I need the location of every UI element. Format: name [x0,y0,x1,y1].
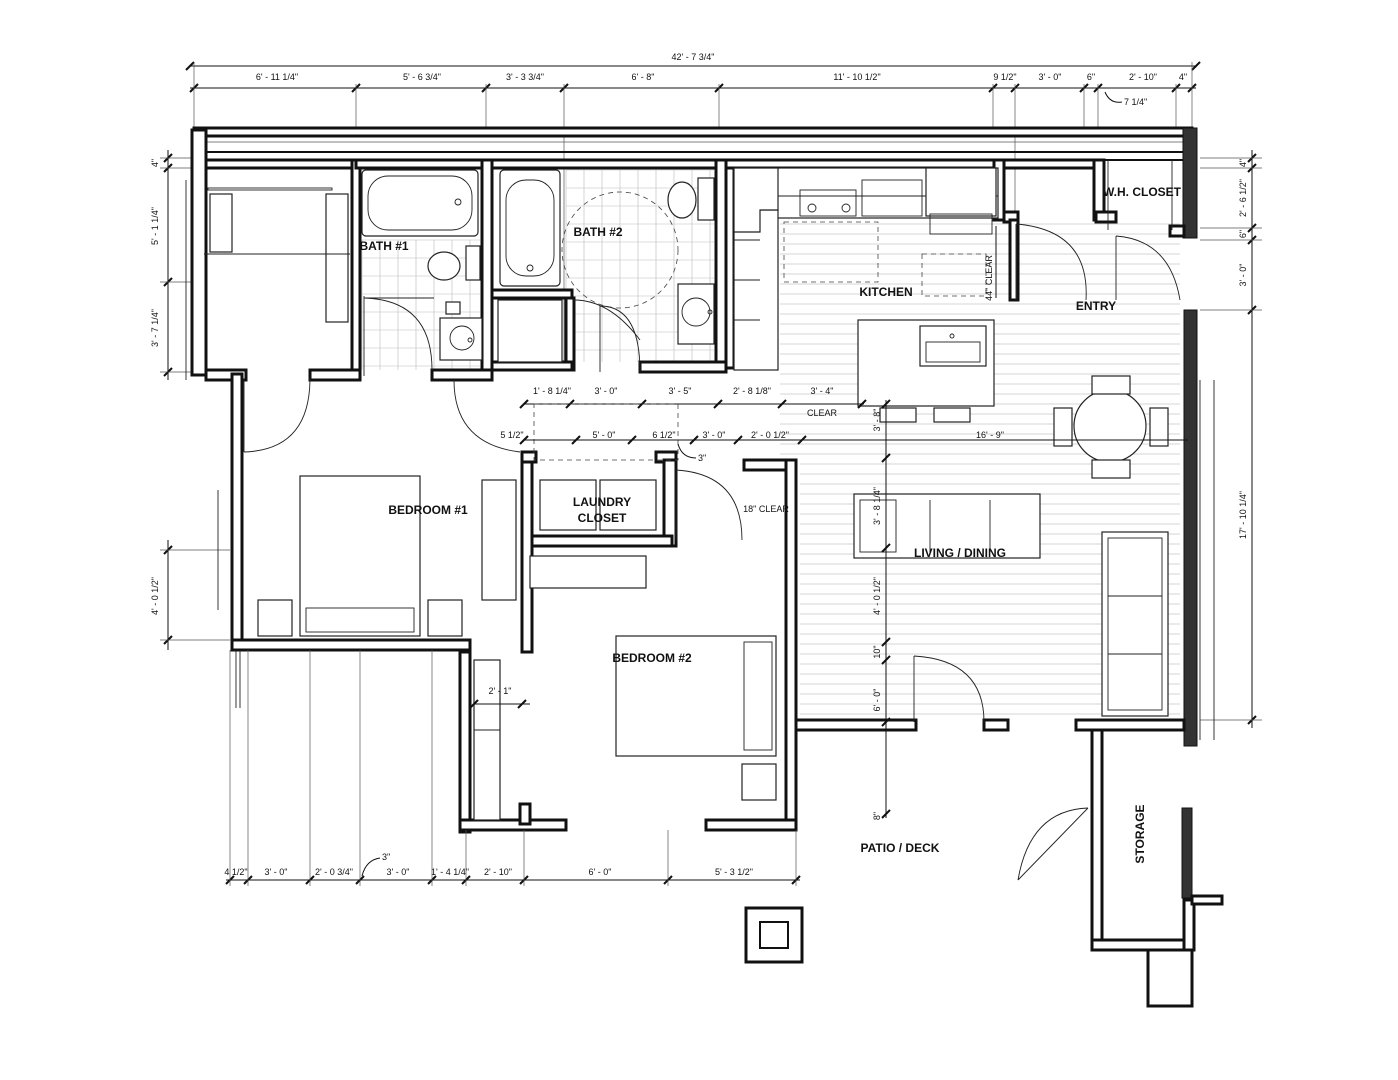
note-18-clear: 18" CLEAR [743,504,789,514]
dim-living-6: 8" [872,812,882,820]
dim-mid1-3: 3' - 5" [669,386,692,396]
dim-small-3: 3" [698,453,706,463]
dim-living-5: 6' - 0" [872,689,882,712]
living-furniture [675,469,1169,723]
dim-left-4: 4' - 0 1/2" [150,577,160,615]
room-label-bath1: BATH #1 [359,239,408,253]
note-clear: CLEAR [807,408,838,418]
dim-mid2-1: 5 1/2" [500,430,523,440]
kitchen-fixtures [733,167,999,423]
dim-right-3: 6" [1238,230,1248,238]
dim-top-9: 2' - 10" [1129,72,1157,82]
dim-mid1-5: 3' - 4" [811,386,834,396]
dim-bottom-3in: 3" [382,852,390,862]
top-dimensions: 42' - 7 3/4" 6' - 11 1/4" 5' - 6 3/4" 3'… [185,52,1201,370]
room-label-bath2: BATH #2 [573,225,622,239]
dim-living-4: 10" [872,645,882,658]
room-label-bedroom2: BEDROOM #2 [612,651,692,665]
dim-living-3: 4' - 0 1/2" [872,577,882,615]
dim-top-8: 6" [1087,72,1095,82]
dim-top-1: 6' - 11 1/4" [256,72,298,82]
dim-bottom-5: 1' - 4 1/4" [431,867,469,877]
bath1-fixtures [361,169,483,376]
dim-top-7: 3' - 0" [1039,72,1062,82]
dim-bottom-3: 2' - 0 3/4" [315,867,353,877]
dim-left-1: 4" [150,159,160,167]
dim-mid1-1: 1' - 8 1/4" [533,386,571,396]
left-dimensions: 4" 5' - 1 1/4" 3' - 7 1/4" 4' - 0 1/2" [150,150,230,650]
room-label-living-dining: LIVING / DINING [914,546,1006,560]
dim-mid1-4: 2' - 8 1/8" [733,386,771,396]
room-label-storage: STORAGE [1133,804,1147,863]
dim-bottom-7: 6' - 0" [589,867,612,877]
note-44-clear: 44" CLEAR [984,255,994,301]
dim-overall-top: 42' - 7 3/4" [672,52,715,62]
dim-mid2-6: 16' - 9" [976,430,1004,440]
room-label-kitchen: KITCHEN [859,285,912,299]
dim-mid2-2: 5' - 0" [593,430,616,440]
dim-right-1: 4" [1238,159,1248,167]
dim-right-2: 2' - 6 1/2" [1238,179,1248,217]
dim-bottom-4: 3' - 0" [387,867,410,877]
middle-dimensions: 1' - 8 1/4" 3' - 0" 3' - 5" 2' - 8 1/8" … [500,386,1188,463]
bath2-fixtures [497,169,715,373]
dim-top-2: 5' - 6 3/4" [403,72,441,82]
dim-mid2-4: 3' - 0" [703,430,726,440]
living-vertical-dimensions: 3' - 8" 3' - 8 1/4" 4' - 0 1/2" 10" 6' -… [469,226,997,820]
dim-left-3: 3' - 7 1/4" [150,309,160,347]
bottom-dimensions: 4 1/2" 3' - 0" 2' - 0 3/4" 3' - 0" 1' - … [224,650,801,886]
bedroom1-furniture [217,377,521,637]
dim-bottom-8: 5' - 3 1/2" [715,867,753,877]
dim-living-2: 3' - 8 1/4" [872,487,882,525]
dim-top-3: 3' - 3 3/4" [506,72,544,82]
entry-fixtures [1015,160,1181,301]
right-dimensions: 4" 2' - 6 1/2" 6" 3' - 0" 17' - 10 1/4" [1200,150,1262,728]
dim-right-4: 3' - 0" [1238,264,1248,287]
dim-bottom-2: 3' - 0" [265,867,288,877]
room-label-patio: PATIO / DECK [861,841,940,855]
dining-table [1053,375,1169,479]
dim-right-5: 17' - 10 1/4" [1238,491,1248,539]
dim-left-2: 5' - 1 1/4" [150,207,160,245]
dim-bottom-1: 4 1/2" [224,867,247,877]
dim-mid2-5: 2' - 0 1/2" [751,430,789,440]
room-label-wh-closet: W.H. CLOSET [1103,185,1182,199]
dim-closet-2-1: 2' - 1" [489,686,512,696]
room-label-entry: ENTRY [1076,299,1116,313]
dim-top-4: 6' - 8" [632,72,655,82]
dim-top-7-1-4: 7 1/4" [1124,97,1147,107]
dim-bottom-6: 2' - 10" [484,867,512,877]
dim-mid1-2: 3' - 0" [595,386,618,396]
bedroom2-furniture [473,555,777,821]
window-marks [185,180,1215,740]
dim-top-10: 4" [1179,72,1187,82]
room-label-laundry-1: LAUNDRY [573,495,631,509]
dim-top-6: 9 1/2" [993,72,1016,82]
dim-living-1: 3' - 8" [872,409,882,432]
dim-top-5: 11' - 10 1/2" [833,72,880,82]
room-label-laundry-2: CLOSET [578,511,627,525]
room-labels: BATH #1 BATH #2 KITCHEN ENTRY W.H. CLOSE… [359,185,1181,864]
room-label-bedroom1: BEDROOM #1 [388,503,468,517]
bedroom1-closet [204,187,350,323]
interior-walls [204,158,1224,1008]
dim-mid2-3: 6 1/2" [652,430,675,440]
laundry-fixtures [539,479,657,531]
storage-door [1017,807,1089,881]
